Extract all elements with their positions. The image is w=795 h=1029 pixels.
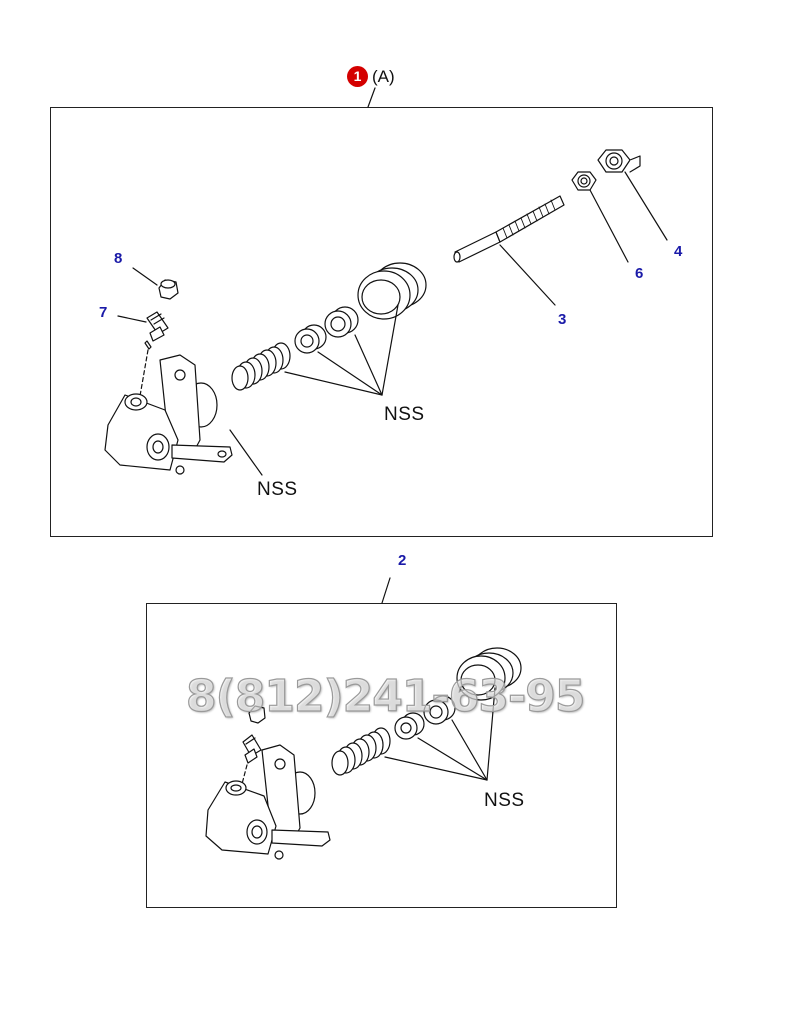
b-cylinder-body-part bbox=[205, 744, 331, 860]
callout-leader-b bbox=[381, 577, 391, 604]
bleeder-screw-part bbox=[144, 311, 169, 350]
hex-nut-part bbox=[571, 171, 597, 191]
nss-label-upper: NSS bbox=[384, 404, 425, 425]
callout-leaders-a bbox=[117, 171, 668, 476]
dust-boot-part bbox=[357, 262, 427, 320]
b-seal-ring-large-part bbox=[423, 695, 456, 725]
callout-8[interactable]: 8 bbox=[114, 250, 123, 267]
seal-ring-large-part bbox=[324, 306, 359, 338]
b-seal-ring-small-part bbox=[394, 712, 425, 740]
callout-2[interactable]: 2 bbox=[398, 552, 407, 569]
cap-nut-part bbox=[597, 149, 641, 173]
nss-upper-leaders bbox=[284, 304, 399, 396]
assembly-b-frame bbox=[146, 603, 617, 908]
push-rod-part bbox=[453, 195, 565, 263]
bleeder-cap-part bbox=[158, 279, 179, 300]
callout-6[interactable]: 6 bbox=[635, 265, 644, 282]
b-cap-part bbox=[248, 705, 266, 724]
b-piston-spring-part bbox=[331, 727, 391, 776]
b-dust-boot-part bbox=[456, 647, 522, 701]
nss-label-lower: NSS bbox=[257, 479, 298, 500]
cylinder-body-part bbox=[104, 354, 233, 475]
b-nss-leaders bbox=[384, 687, 496, 781]
callout-3[interactable]: 3 bbox=[558, 311, 567, 328]
seal-ring-small-part bbox=[294, 324, 327, 354]
piston-spring-part bbox=[231, 342, 291, 391]
phone-watermark: 8(812)241-63-95 bbox=[185, 671, 586, 722]
ref-leader-line bbox=[367, 87, 376, 108]
ref-number-badge[interactable]: 1 bbox=[347, 66, 368, 87]
b-bleeder-screw-part bbox=[242, 734, 262, 764]
callout-4[interactable]: 4 bbox=[674, 243, 683, 260]
callout-7[interactable]: 7 bbox=[99, 304, 108, 321]
ref-assembly-label: (A) bbox=[372, 67, 395, 86]
nss-label-b: NSS bbox=[484, 790, 525, 811]
